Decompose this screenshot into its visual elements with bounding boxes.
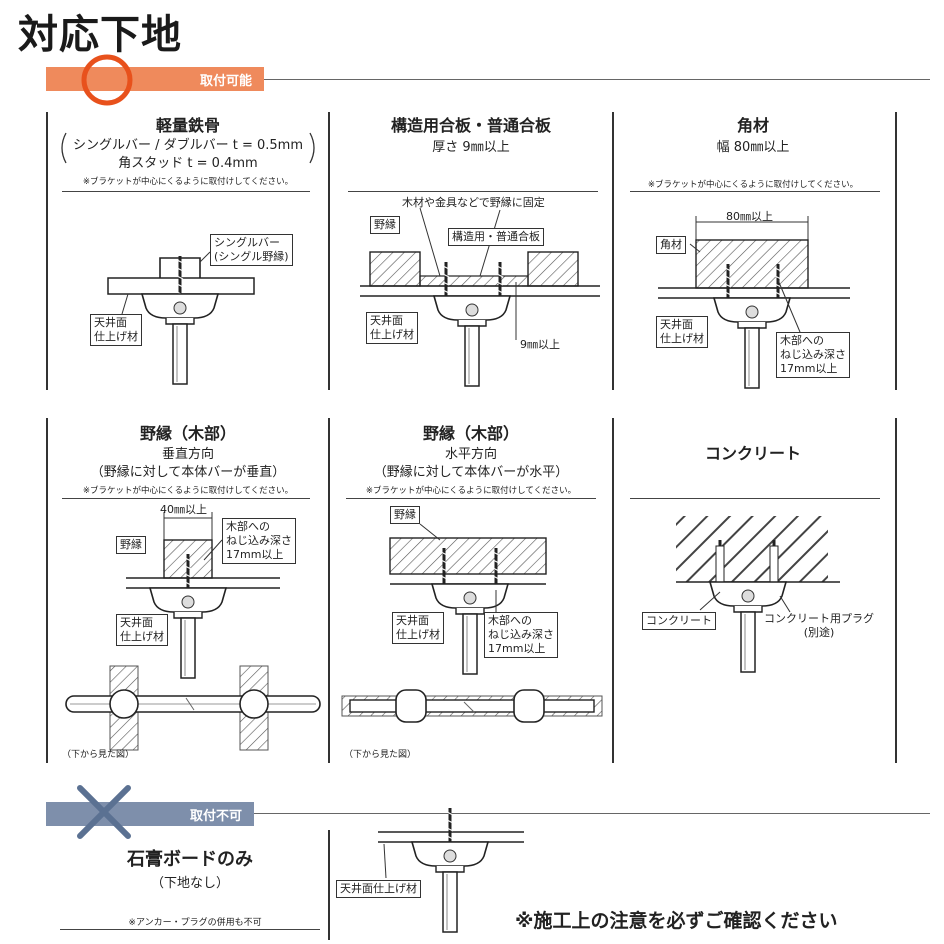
label-width: 80㎜以上 [726, 210, 773, 223]
panel-title: 軽量鉄骨 [155, 116, 220, 135]
panel-subtitle: 幅 80㎜以上 [716, 140, 790, 155]
not-mountable-label: 取付不可 [189, 808, 242, 824]
concrete-diagram [676, 516, 840, 673]
panel-subtitle: （野縁に対して本体バーが水平） [373, 465, 569, 480]
banner-rule-ng [254, 813, 930, 814]
nobuchi-horizontal-diagram [341, 523, 603, 723]
panel-subtitle: シングルバー / ダブルバー t = 0.5mm [72, 138, 304, 153]
label-timber: 角材 [656, 236, 686, 254]
panel-divider [612, 418, 614, 763]
panel-subtitle: （野縁に対して本体バーが垂直） [90, 465, 286, 480]
panel-subtitle: 厚さ 9㎜以上 [432, 140, 510, 155]
panel-note: ※ブラケットが中心にくるように取付けしてください。 [82, 486, 294, 496]
mountable-label: 取付可能 [199, 73, 252, 89]
panel-title: 角材 [736, 116, 769, 135]
square-timber-diagram [658, 216, 850, 389]
label-nobuchi: 野縁 [390, 506, 420, 524]
label-fix-note: 木材や金具などで野縁に固定 [402, 196, 545, 209]
ok-circle-icon [81, 54, 133, 106]
plywood-diagram [360, 207, 600, 387]
not-mountable-banner: 取付不可 [46, 802, 254, 826]
label-plywood: 構造用・普通合板 [448, 228, 544, 246]
ng-cross-icon [77, 785, 131, 839]
panel-note: ※アンカー・プラグの併用も不可 [128, 918, 262, 928]
light-steel-diagram [107, 251, 255, 385]
label-single-bar: シングルバー (シングル野縁) [210, 234, 293, 266]
panel-rule [348, 191, 598, 192]
panel-title: コンクリート [704, 444, 801, 463]
panel-subtitle: 垂直方向 [161, 447, 214, 462]
panel-border-left [46, 418, 48, 763]
panel-subtitle: （下地なし） [150, 876, 229, 891]
panel-rule [630, 498, 880, 499]
label-thickness: 9㎜以上 [520, 338, 560, 351]
panel-divider [328, 830, 330, 940]
label-screw-depth: 木部への ねじ込み深さ 17mm以上 [222, 518, 296, 564]
label-width: 40㎜以上 [160, 503, 207, 516]
banner-rule [264, 79, 930, 80]
panel-rule [60, 929, 320, 930]
panel-border-right [895, 112, 897, 390]
panel-rule [630, 191, 880, 192]
label-screw-depth: 木部への ねじ込み深さ 17mm以上 [776, 332, 850, 378]
panel-note: ※ブラケットが中心にくるように取付けしてください。 [82, 177, 294, 187]
label-ceiling-finish: 天井面 仕上げ材 [366, 312, 418, 344]
panel-border-left [46, 112, 48, 390]
panel-note: ※ブラケットが中心にくるように取付けしてください。 [647, 180, 859, 190]
label-concrete: コンクリート [642, 612, 716, 630]
label-ceiling-finish: 天井面 仕上げ材 [656, 316, 708, 348]
panel-divider [328, 112, 330, 390]
nobuchi-vertical-diagram [65, 512, 321, 751]
panel-title: 野縁（木部） [422, 424, 519, 443]
panel-divider [328, 418, 330, 763]
panel-rule [62, 498, 310, 499]
panel-title: 構造用合板・普通合板 [390, 116, 551, 135]
label-ceiling-finish: 天井面 仕上げ材 [90, 314, 142, 346]
label-concrete-plug: コンクリート用プラグ (別途) [764, 612, 874, 639]
label-ceiling-finish: 天井面 仕上げ材 [392, 612, 444, 644]
panel-subtitle: 水平方向 [444, 447, 497, 462]
panel-title: 野縁（木部） [139, 424, 236, 443]
label-screw-depth: 木部への ねじ込み深さ 17mm以上 [484, 612, 558, 658]
label-ceiling-finish: 天井面 仕上げ材 [116, 614, 168, 646]
panel-rule [346, 498, 596, 499]
label-nobuchi: 野縁 [370, 216, 400, 234]
label-ceiling-finish: 天井面仕上げ材 [336, 880, 421, 898]
label-bottom-view: （下から見た図） [62, 750, 135, 760]
panel-note: ※ブラケットが中心にくるように取付けしてください。 [365, 486, 577, 496]
panel-divider [612, 112, 614, 390]
label-bottom-view: （下から見た図） [344, 750, 417, 760]
panel-title: 石膏ボードのみ [127, 849, 253, 870]
panel-rule [62, 191, 310, 192]
page-title: 対応下地 [18, 12, 182, 58]
panel-subtitle: 角スタッド t = 0.4mm [118, 156, 258, 171]
footer-caution: ※施工上の注意を必ずご確認ください [515, 910, 838, 932]
panel-border-right [895, 418, 897, 763]
label-nobuchi: 野縁 [116, 536, 146, 554]
gypsum-diagram [378, 806, 524, 933]
